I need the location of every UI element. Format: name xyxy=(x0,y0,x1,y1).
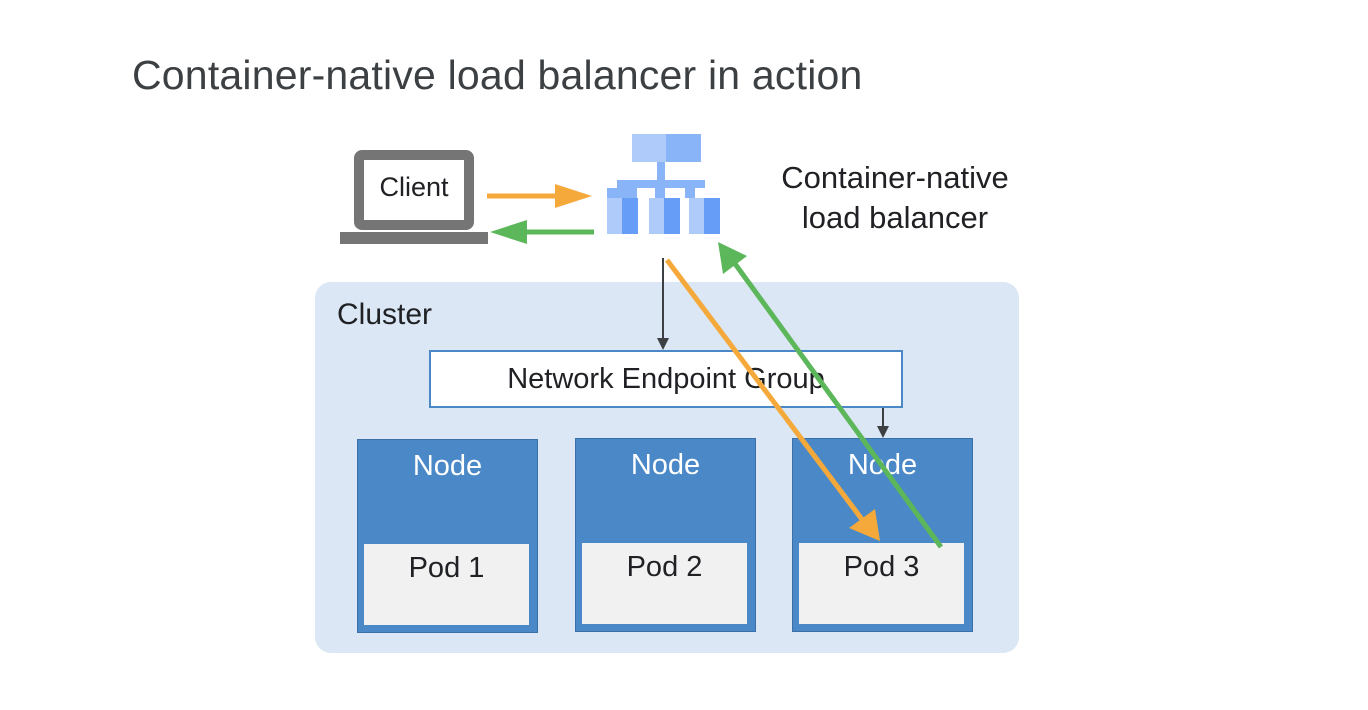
node-1: Node Pod 1 xyxy=(357,439,538,633)
pod-label: Pod 3 xyxy=(843,551,920,583)
node-3: Node Pod 3 xyxy=(792,438,973,632)
load-balancer-label-line1: Container-native xyxy=(781,160,1009,195)
node-label: Node xyxy=(847,449,918,481)
network-endpoint-group: Network Endpoint Group xyxy=(429,350,903,408)
pod-3: Pod 3 xyxy=(799,543,964,624)
page-title: Container-native load balancer in action xyxy=(132,52,863,98)
pod-label: Pod 2 xyxy=(626,551,703,583)
request-arrow-client-to-lb xyxy=(487,184,592,208)
node-label: Node xyxy=(630,449,701,481)
load-balancer-label: Container-native load balancer xyxy=(760,158,1030,238)
load-balancer-icon xyxy=(607,134,720,234)
pod-2: Pod 2 xyxy=(582,543,747,624)
node-label: Node xyxy=(412,450,483,482)
neg-label: Network Endpoint Group xyxy=(507,362,825,395)
cluster-label: Cluster xyxy=(337,298,433,331)
response-arrow-lb-to-client xyxy=(490,220,594,244)
load-balancer-label-line2: load balancer xyxy=(801,200,989,235)
pod-1: Pod 1 xyxy=(364,544,529,625)
client-label: Client xyxy=(379,172,449,202)
pod-label: Pod 1 xyxy=(408,552,485,584)
laptop-icon xyxy=(340,150,488,244)
node-2: Node Pod 2 xyxy=(575,438,756,632)
